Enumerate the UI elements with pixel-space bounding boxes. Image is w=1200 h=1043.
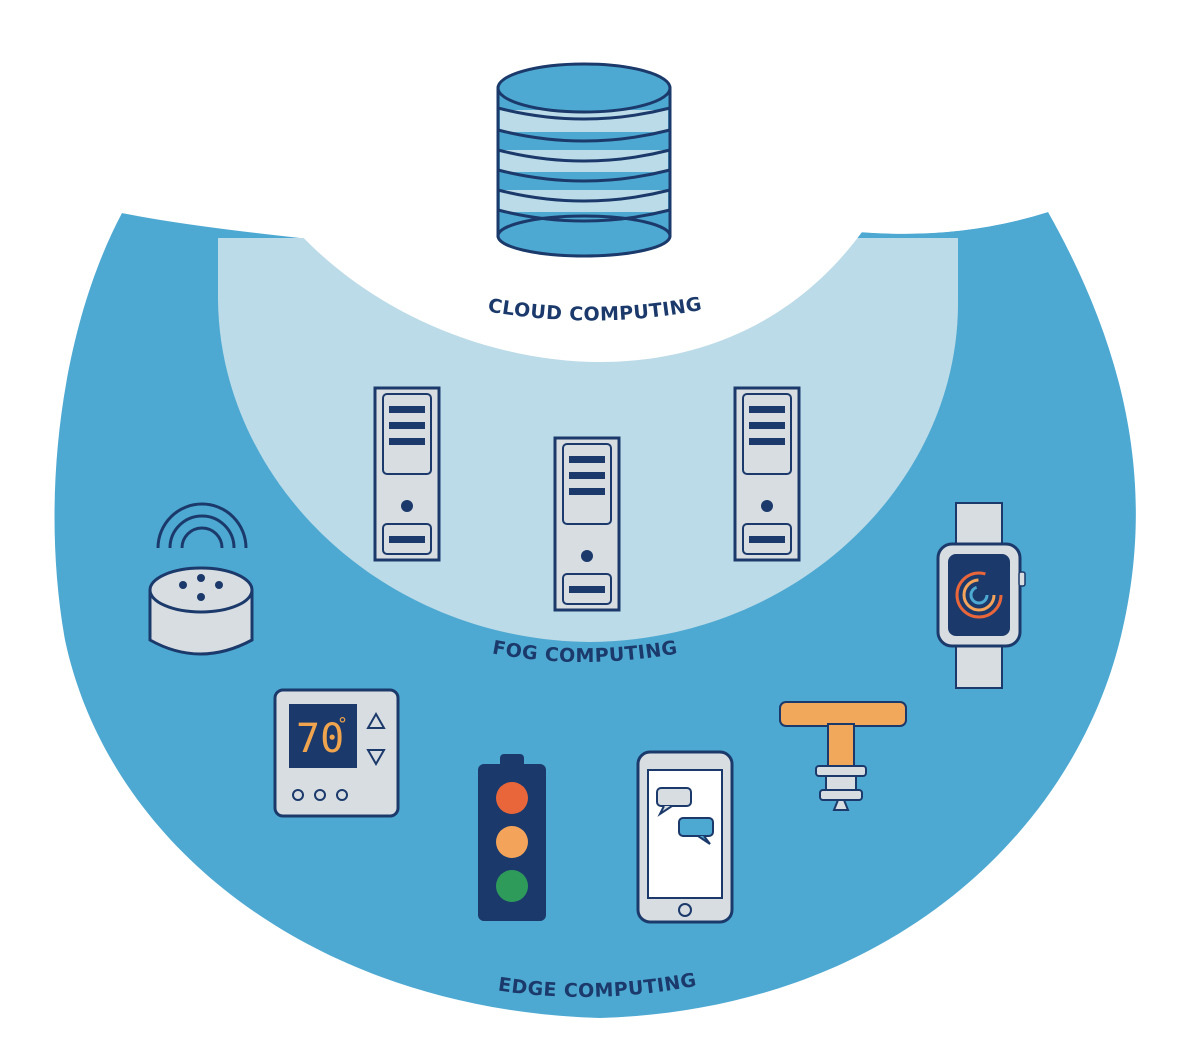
server-icon: [373, 386, 441, 562]
thermostat-temperature: 70: [296, 716, 344, 762]
valve-icon: [779, 701, 907, 811]
server-icon: [733, 386, 801, 562]
traffic-light-icon: [478, 754, 546, 921]
smartphone-icon: [636, 750, 734, 924]
smart-speaker-icon: [148, 502, 254, 656]
thermostat-icon: 70 °: [273, 688, 400, 818]
smartwatch-icon: [936, 502, 1026, 689]
server-icon: [553, 436, 621, 612]
degree-symbol: °: [338, 714, 347, 735]
database-icon: [496, 62, 672, 258]
